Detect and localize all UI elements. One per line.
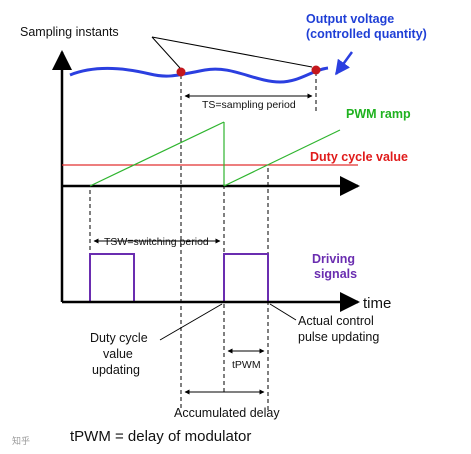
label-duty-cycle-value: Duty cycle value <box>310 150 408 164</box>
label-sampling-instants: Sampling instants <box>20 25 119 39</box>
sampling-leader-2 <box>151 36 313 68</box>
driving-pulse-2 <box>223 253 269 303</box>
pwm-ramp <box>89 121 341 187</box>
sampling-leader-1 <box>151 36 181 69</box>
output-voltage-pointer <box>334 51 354 76</box>
label-driving-2: signals <box>314 267 357 281</box>
label-tpwm: tPWM <box>232 359 261 371</box>
label-ts: TS=sampling period <box>202 99 296 111</box>
sample-dot-1 <box>176 67 186 77</box>
duty-update-leader <box>159 303 223 341</box>
label-tsw: TSW=switching period <box>104 236 209 248</box>
label-time: time <box>363 295 391 312</box>
label-tpwm-definition: tPWM = delay of modulator <box>70 428 251 445</box>
output-voltage-curve <box>69 66 329 84</box>
label-driving-1: Driving <box>312 252 355 266</box>
label-actual-1: Actual control <box>298 314 374 328</box>
label-actual-2: pulse updating <box>298 330 379 344</box>
label-duty-update-2: value <box>103 347 133 361</box>
label-duty-update-1: Duty cycle <box>90 331 148 345</box>
label-duty-update-3: updating <box>92 363 140 377</box>
sample-dot-2 <box>311 65 321 75</box>
label-output-voltage-2: (controlled quantity) <box>306 27 427 41</box>
label-pwm-ramp: PWM ramp <box>346 107 411 121</box>
watermark: 知乎 <box>12 435 30 446</box>
actual-update-leader <box>269 303 297 321</box>
driving-signals <box>89 253 269 303</box>
label-output-voltage-1: Output voltage <box>306 12 394 26</box>
ramp-2 <box>223 129 341 187</box>
ramp-1 <box>89 121 225 187</box>
driving-pulse-1 <box>89 253 135 303</box>
label-accumulated-delay: Accumulated delay <box>174 406 280 420</box>
